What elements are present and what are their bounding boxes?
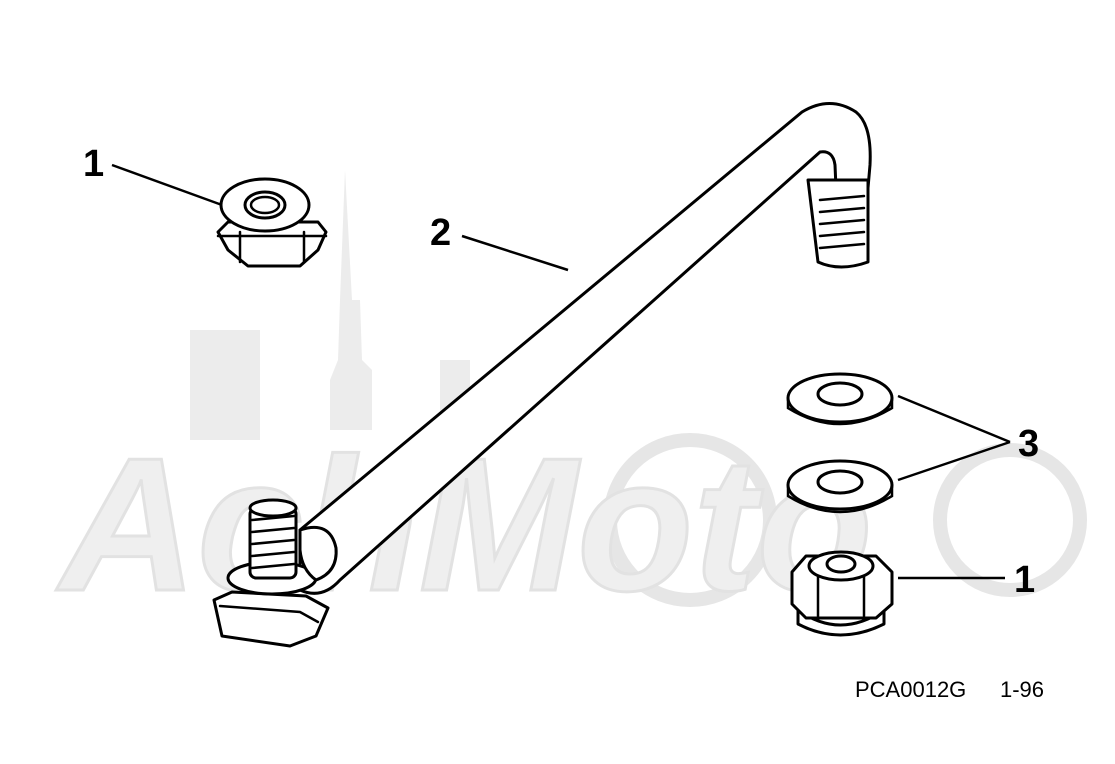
washer-upper: [786, 372, 894, 426]
leader-nut-top: [111, 163, 223, 207]
callout-link-rod: 2: [430, 212, 451, 254]
leader-washer-lower: [897, 440, 1011, 482]
callout-nut-top: 1: [83, 143, 104, 185]
callout-washers: 3: [1018, 423, 1039, 465]
figure-code: PCA0012G: [855, 677, 966, 702]
flange-nut-bottom: [790, 550, 894, 637]
leader-lines: [111, 163, 1011, 580]
link-rod: [212, 102, 872, 648]
leader-washer-upper: [897, 394, 1011, 444]
leader-link-rod: [461, 234, 569, 272]
watermark: AchMoto: [55, 170, 1087, 633]
flange-nut-top: [216, 177, 328, 268]
washer-lower: [786, 459, 894, 514]
figure-date: 1-96: [1000, 677, 1044, 702]
callout-nut-bottom: 1: [1014, 559, 1035, 601]
